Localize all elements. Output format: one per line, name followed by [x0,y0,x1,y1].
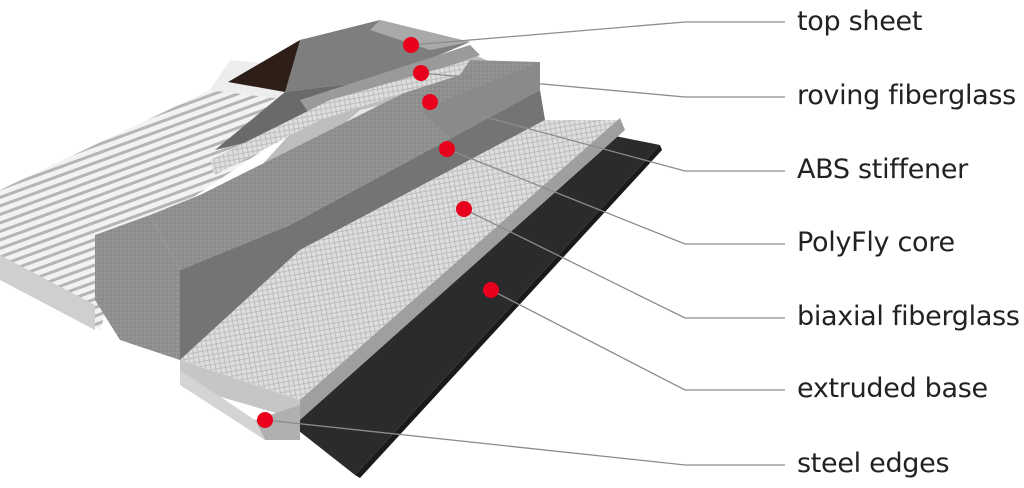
label-steel-edges: steel edges [797,448,950,479]
leader-line-polyfly-core [446,148,785,245]
leader-line-extruded-base [490,289,785,391]
label-roving-fiberglass: roving fiberglass [797,80,1016,111]
biaxial-fiberglass-layer [180,60,620,400]
leader-line-steel-edges [264,419,785,466]
leader-lines [264,21,785,466]
callout-markers [257,37,499,428]
marker-polyfly-core [439,141,455,157]
steel-edges-layer [180,118,625,440]
leader-line-abs-stiffener [429,101,785,172]
marker-steel-edges [257,412,273,428]
marker-abs-stiffener [422,94,438,110]
leader-line-top-sheet [410,21,785,46]
label-extruded-base: extruded base [797,373,988,404]
leader-line-roving-fiberglass [420,72,785,98]
label-biaxial-fiberglass: biaxial fiberglass [797,301,1020,332]
label-top-sheet: top sheet [797,6,923,37]
marker-biaxial-fiberglass [456,201,472,217]
marker-extruded-base [483,282,499,298]
marker-roving-fiberglass [413,65,429,81]
extruded-base-layer [285,135,662,478]
marker-top-sheet [403,37,419,53]
label-polyfly-core: PolyFly core [797,227,955,258]
label-abs-stiffener: ABS stiffener [797,154,968,185]
leader-line-biaxial-fiberglass [463,208,785,319]
